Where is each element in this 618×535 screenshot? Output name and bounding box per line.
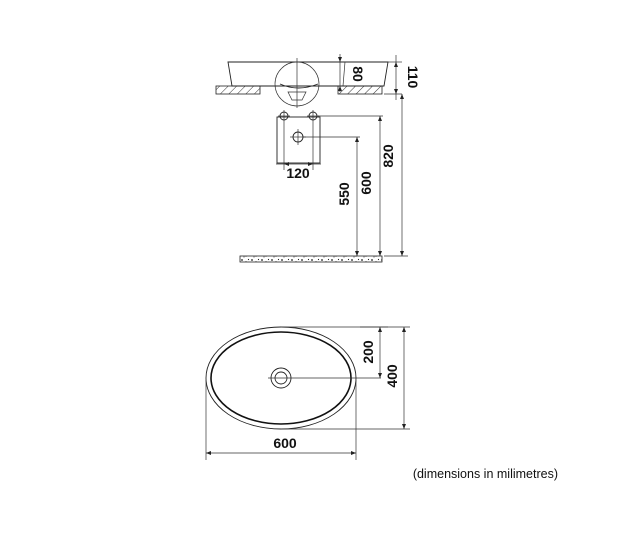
basin-inner-edge bbox=[342, 61, 346, 87]
dim-center-offset: 200 bbox=[360, 340, 376, 364]
units-note: (dimensions in milimetres) bbox=[413, 467, 558, 481]
dim-waste-spacing: 120 bbox=[286, 165, 310, 181]
floor bbox=[239, 255, 383, 263]
dim-rim-height: 110 bbox=[405, 66, 421, 89]
dim-supply-height: 600 bbox=[358, 171, 374, 195]
supply-valve-right-icon bbox=[307, 110, 319, 122]
basin-profile bbox=[227, 61, 389, 87]
countertop-right bbox=[337, 85, 383, 95]
side-view: 120 80 110 820 600 550 bbox=[215, 54, 421, 263]
connection-plate bbox=[276, 116, 321, 164]
countertop-left bbox=[215, 85, 261, 95]
dim-depth: 400 bbox=[384, 364, 400, 388]
dim-bowl-height: 80 bbox=[350, 66, 366, 82]
dim-width: 600 bbox=[273, 435, 297, 451]
waste-outlet bbox=[287, 91, 307, 101]
top-view: 200 400 600 bbox=[205, 326, 410, 460]
drain-bowl bbox=[279, 83, 319, 89]
supply-valve-left-icon bbox=[278, 110, 290, 122]
dim-rim-to-floor: 820 bbox=[380, 144, 396, 168]
dim-waste-height: 550 bbox=[336, 182, 352, 206]
drain-icon bbox=[268, 367, 381, 389]
